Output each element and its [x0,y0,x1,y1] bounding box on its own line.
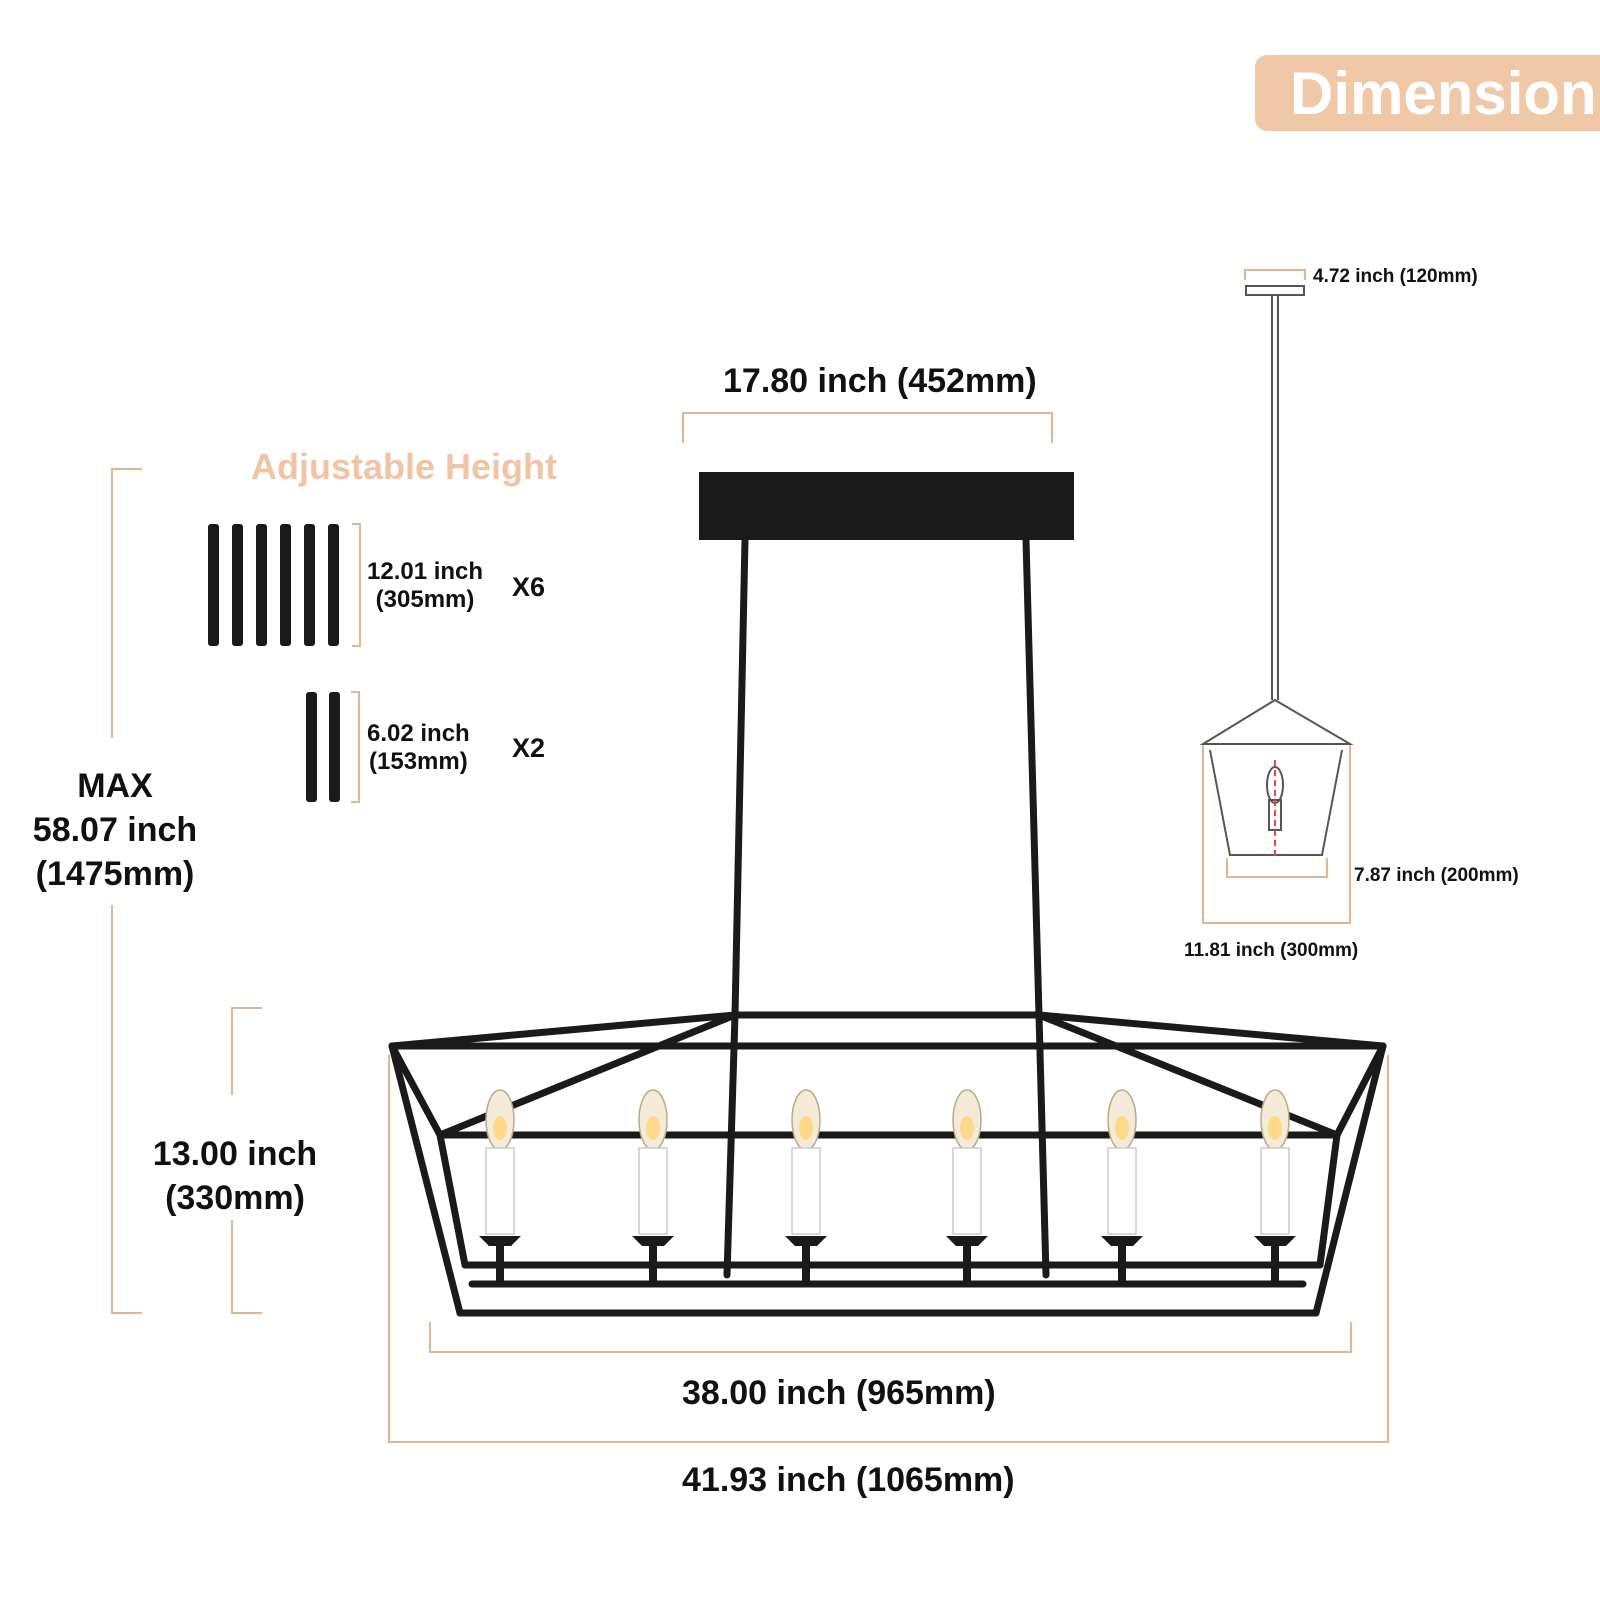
short-rod-size: 6.02 inch (153mm) [367,720,470,775]
candles [479,1089,1296,1282]
dimension-brackets [111,269,1389,1443]
candle [632,1089,674,1282]
canopy-bracket [682,412,1053,443]
canopy-dimension: 17.80 inch (452mm) [723,362,1037,400]
short-rod-qty: X2 [512,733,546,763]
badge-label: Dimension [1290,60,1597,127]
max-mm: (1475mm) [35,855,195,894]
max-height-dimension: MAX 58.07 inch (1475mm) [20,764,210,897]
extension-rods [208,524,340,802]
max-inch: 58.07 inch [32,811,198,850]
long-rod-inch: 12.01 inch [367,558,484,585]
max-label: MAX [77,767,153,805]
side-top-dimension: 11.81 inch (300mm) [1184,940,1359,961]
top-length-bracket [388,1055,1389,1443]
bottom-length-bracket [429,1322,1352,1353]
side-canopy-bracket [1244,269,1306,280]
candle [946,1089,988,1282]
long-rod-mm: (305mm) [375,585,475,613]
body-height-bracket [231,1007,262,1314]
long-rod-size: 12.01 inch (305mm) [367,558,483,613]
body-height-mm: (330mm) [165,1179,305,1218]
top-length-dimension: 41.93 inch (1065mm) [682,1461,1015,1499]
short-rod-inch: 6.02 inch [367,720,470,747]
candle [479,1089,521,1282]
long-rod-qty: X6 [512,572,546,602]
short-rod-mm: (153mm) [369,747,468,775]
candle [1254,1089,1296,1282]
adjustable-height-title: Adjustable Height [251,446,558,487]
candle [1101,1089,1143,1282]
bottom-length-dimension: 38.00 inch (965mm) [682,1374,996,1412]
side-bottom-dimension: 7.87 inch (200mm) [1354,865,1519,886]
side-view-pendant [1199,285,1354,860]
side-bottom-bracket [1226,858,1328,878]
max-height-bracket [111,468,142,1314]
body-height-dimension: 13.00 inch (330mm) [140,1132,330,1220]
body-height-inch: 13.00 inch [152,1135,318,1173]
dimension-badge: Dimension [1255,55,1600,131]
candle [785,1089,827,1282]
long-rod-bracket [352,523,361,647]
side-canopy-dimension: 4.72 inch (120mm) [1313,266,1478,287]
short-rod-bracket [351,691,360,803]
side-top-bracket [1202,744,1351,924]
